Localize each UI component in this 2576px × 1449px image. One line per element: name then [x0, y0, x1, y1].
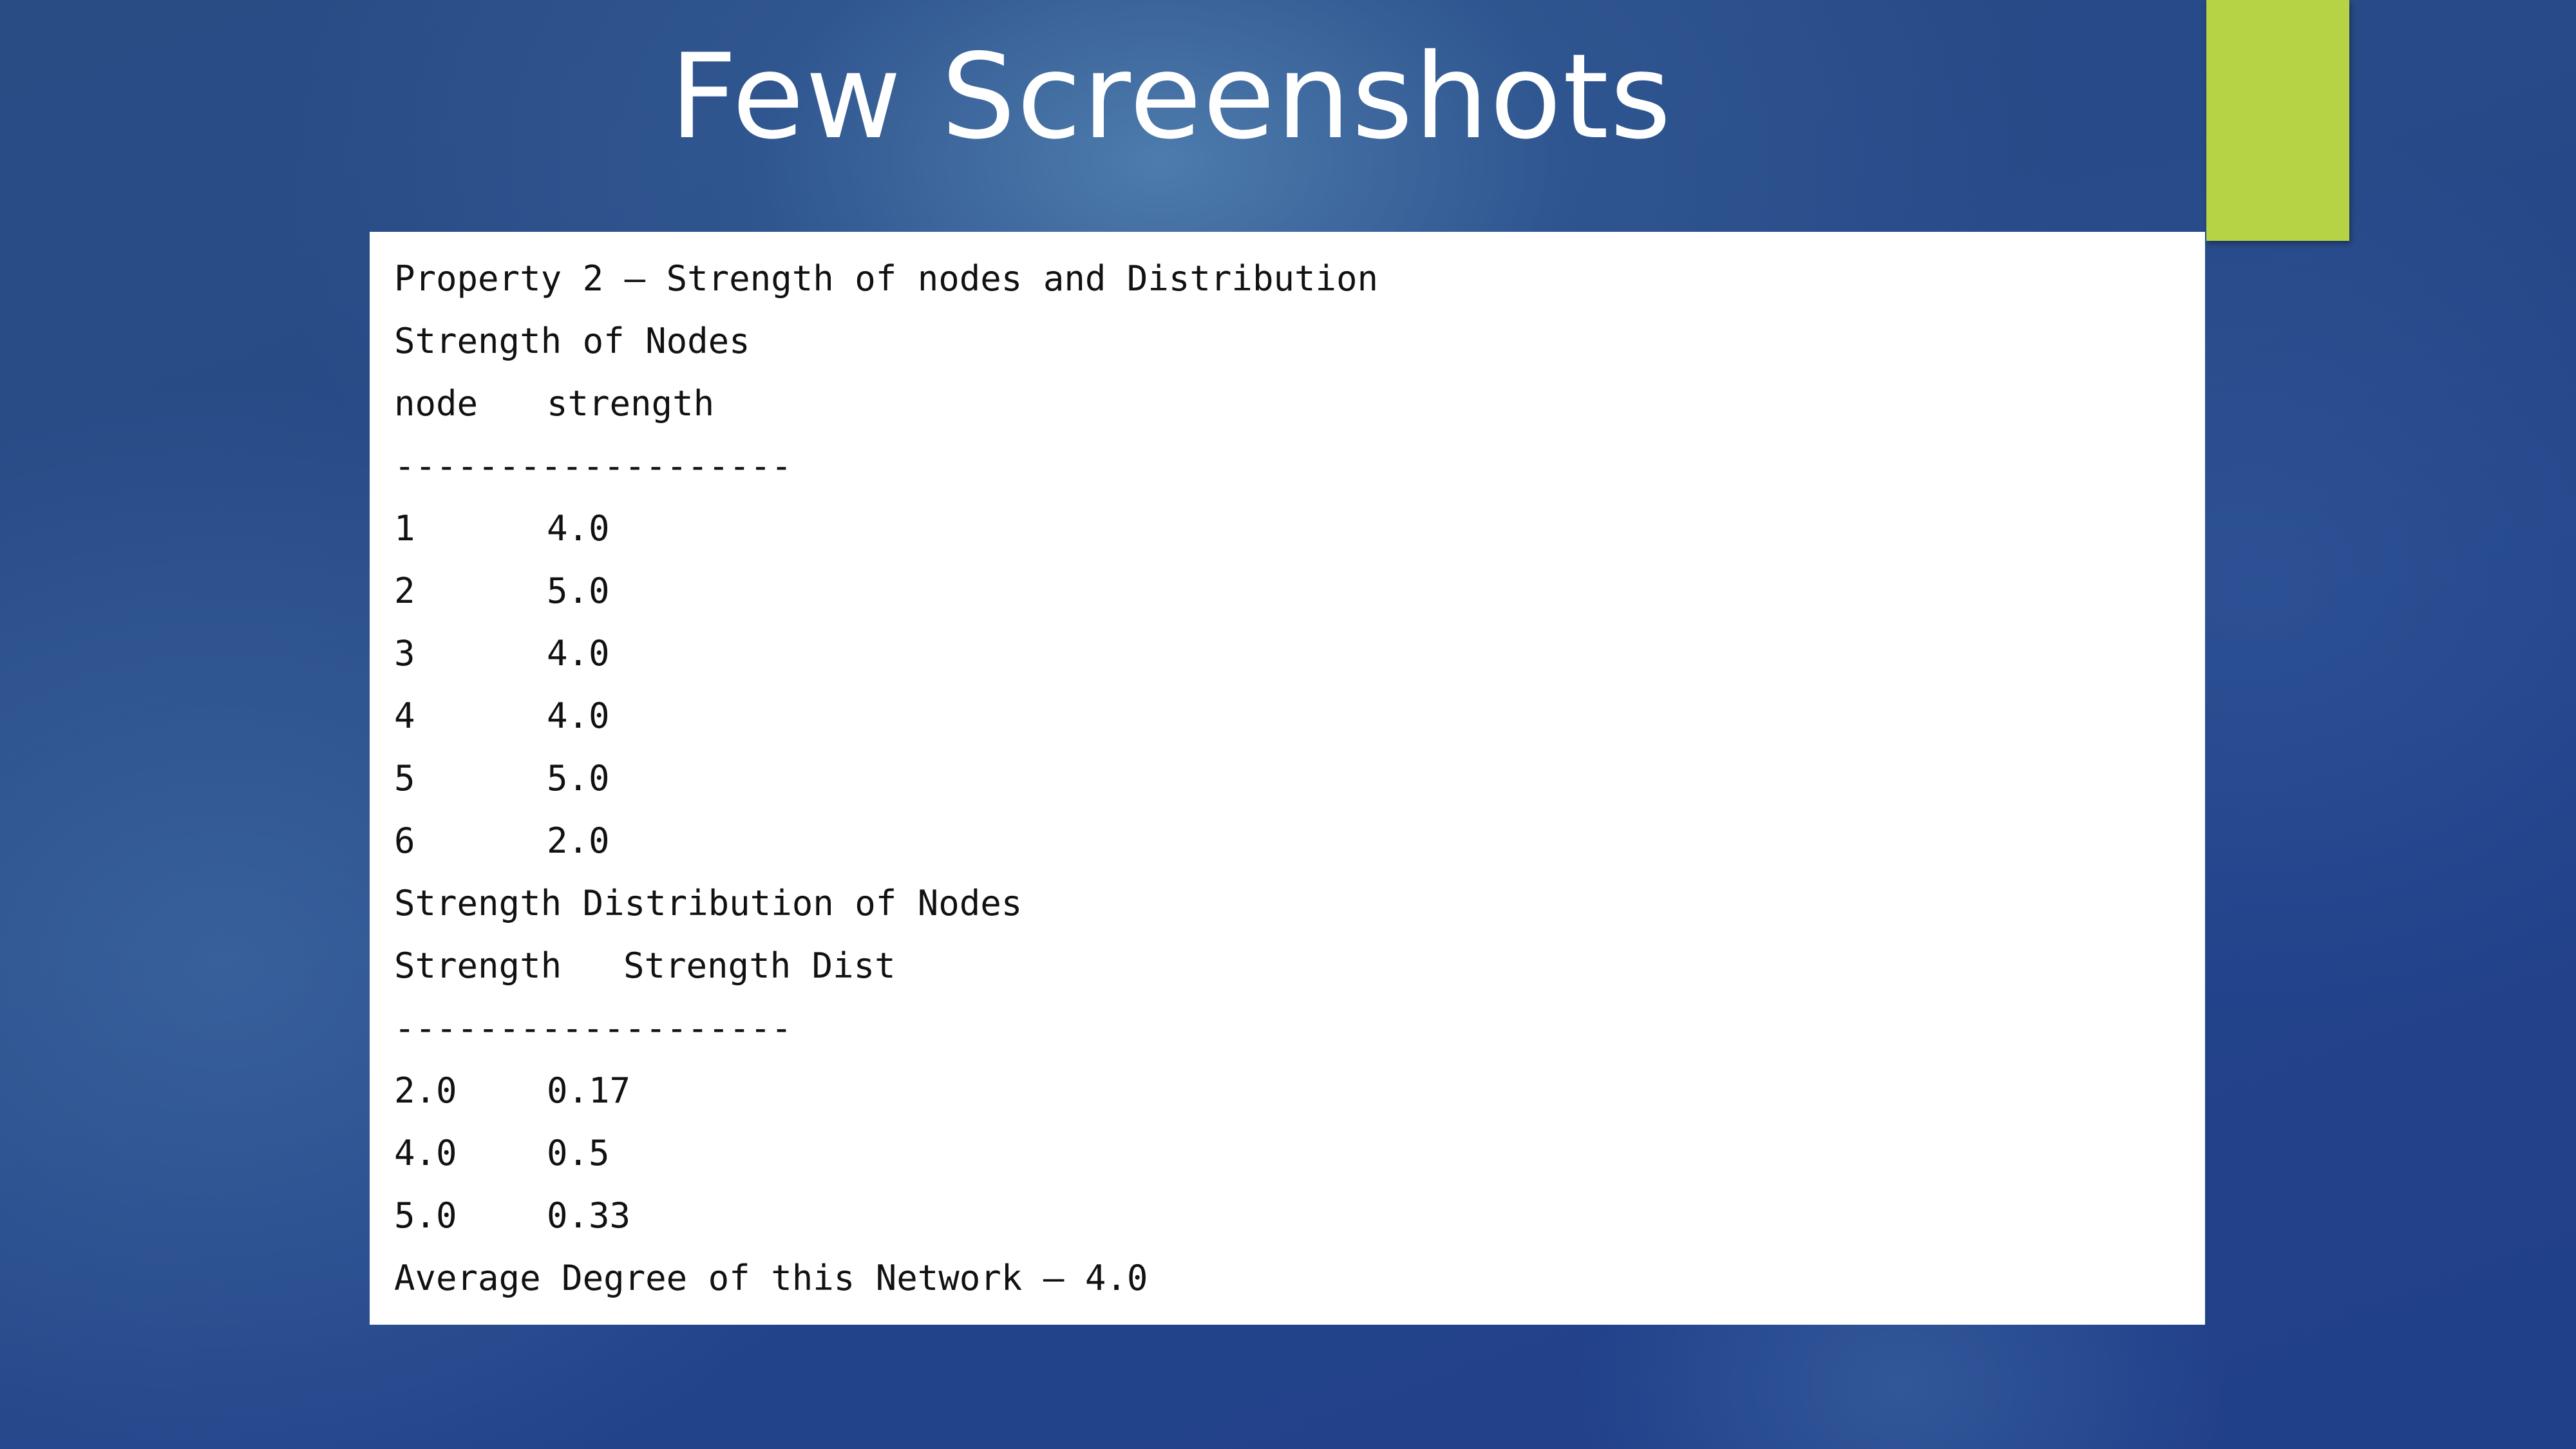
- node-id: 3: [394, 633, 415, 674]
- table-row: 2 5.0: [394, 560, 2205, 622]
- distribution-table-header: Strength Strength Dist: [394, 934, 2205, 997]
- node-strength: 4.0: [547, 633, 610, 674]
- strength-value: 4.0: [394, 1133, 457, 1173]
- accent-bar: [2206, 0, 2349, 241]
- column-header-strength: strength: [547, 383, 715, 424]
- node-strength: 4.0: [547, 508, 610, 549]
- strength-value: 5.0: [394, 1195, 457, 1236]
- strength-dist-value: 0.17: [547, 1070, 631, 1111]
- section-title-strength-distribution: Strength Distribution of Nodes: [394, 883, 1023, 923]
- node-id: 4: [394, 696, 415, 736]
- node-id: 1: [394, 508, 415, 549]
- nodes-table-header: node strength: [394, 372, 2205, 435]
- strength-dist-value: 0.5: [547, 1133, 610, 1173]
- table-row: 2.0 0.17: [394, 1059, 2205, 1122]
- separator-line: -------------------: [394, 446, 792, 486]
- table-row: 1 4.0: [394, 497, 2205, 560]
- column-header-node: node: [394, 383, 478, 424]
- strength-dist-value: 0.33: [547, 1195, 631, 1236]
- node-id: 5: [394, 758, 415, 799]
- slide-title: Few Screenshots: [670, 28, 1672, 165]
- table-row: 3 4.0: [394, 622, 2205, 685]
- node-id: 2: [394, 571, 415, 611]
- table-row: 5.0 0.33: [394, 1184, 2205, 1247]
- node-id: 6: [394, 820, 415, 861]
- table-row: 4 4.0: [394, 685, 2205, 747]
- column-header-strength-dist: Strength Dist: [623, 945, 896, 986]
- node-strength: 5.0: [547, 571, 610, 611]
- node-strength: 5.0: [547, 758, 610, 799]
- separator-line: -------------------: [394, 1008, 792, 1048]
- node-strength: 2.0: [547, 820, 610, 861]
- table-row: 6 2.0: [394, 810, 2205, 872]
- console-heading: Property 2 – Strength of nodes and Distr…: [394, 258, 1379, 299]
- table-row: 4.0 0.5: [394, 1122, 2205, 1184]
- node-strength: 4.0: [547, 696, 610, 736]
- console-screenshot: Property 2 – Strength of nodes and Distr…: [370, 232, 2205, 1325]
- table-row: 5 5.0: [394, 747, 2205, 810]
- average-degree-line: Average Degree of this Network – 4.0: [394, 1258, 1148, 1298]
- strength-value: 2.0: [394, 1070, 457, 1111]
- section-title-strength-of-nodes: Strength of Nodes: [394, 321, 750, 361]
- column-header-strength: Strength: [394, 945, 562, 986]
